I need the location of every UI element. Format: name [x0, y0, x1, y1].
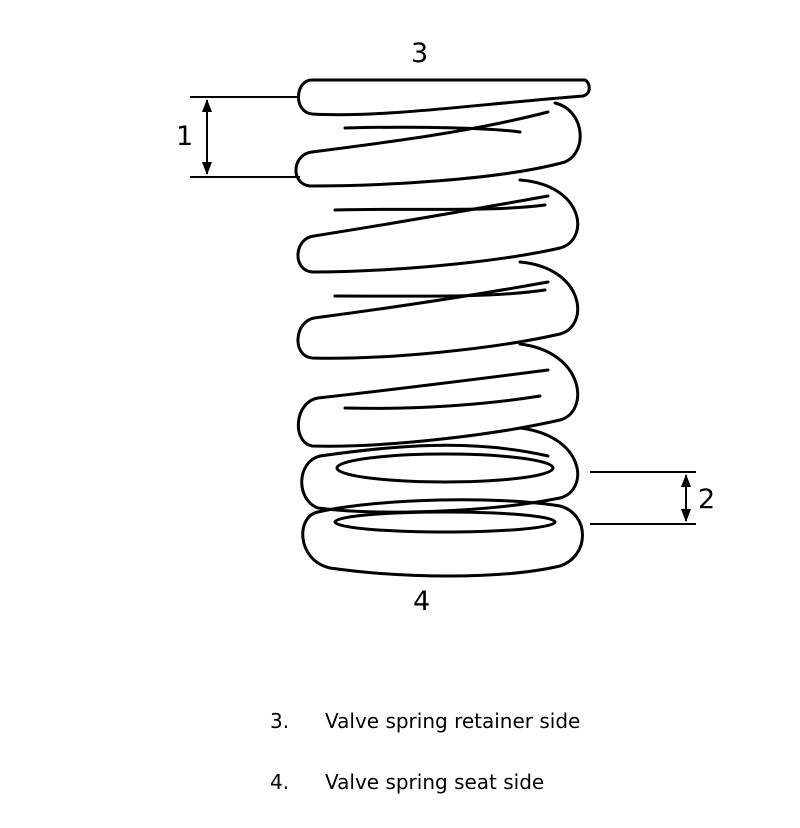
dimension-2	[590, 471, 696, 525]
valve-spring-diagram: 1 2 3 4	[176, 38, 715, 617]
spring-coil	[297, 342, 580, 448]
spring-coil	[296, 260, 580, 360]
legend: 3. Valve spring retainer side 4. Valve s…	[270, 706, 690, 828]
dimension-1	[190, 96, 300, 178]
legend-item: 4. Valve spring seat side	[270, 767, 690, 797]
callout-2: 2	[698, 484, 715, 515]
legend-number: 3.	[270, 709, 290, 733]
spring-coil	[294, 101, 582, 188]
spring-coil-inner	[333, 288, 547, 298]
spring-coil-inner	[343, 394, 542, 410]
spring-coil-inner	[333, 203, 547, 212]
legend-text: Valve spring seat side	[325, 770, 545, 794]
legend-item: 3. Valve spring retainer side	[270, 706, 690, 736]
spring-top-end-coil	[297, 78, 591, 117]
spring-coil	[300, 426, 580, 514]
spring-coil	[296, 178, 580, 274]
callout-1: 1	[176, 121, 193, 152]
callout-4: 4	[413, 586, 430, 617]
legend-text: Valve spring retainer side	[325, 709, 581, 733]
legend-number: 4.	[270, 770, 290, 794]
spring-bottom-inner	[333, 510, 557, 534]
spring-coil-inner	[343, 125, 522, 134]
callout-3: 3	[411, 38, 428, 69]
spring-bottom-end-coil	[301, 498, 584, 578]
spring-coil-inner	[335, 452, 555, 484]
